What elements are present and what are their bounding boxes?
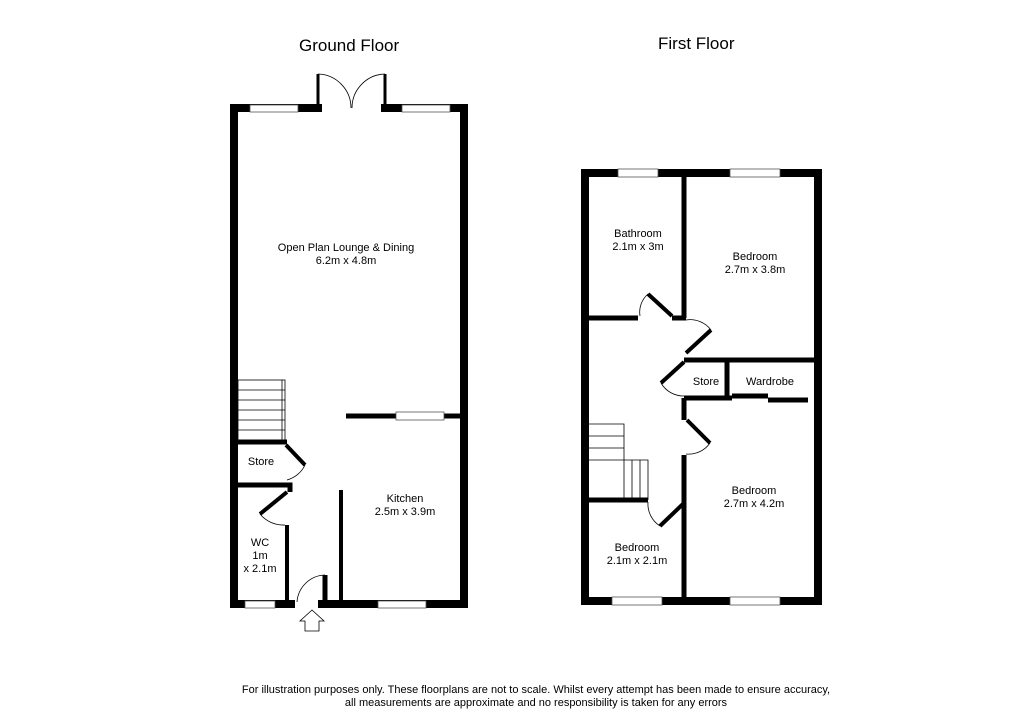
french-doors bbox=[316, 73, 387, 109]
room-label-wc: WC 1m x 2.1m bbox=[243, 537, 276, 576]
room-label-wardrobe: Wardrobe bbox=[746, 376, 794, 389]
room-name: Open Plan Lounge & Dining bbox=[277, 242, 415, 254]
ground-floor-plan bbox=[230, 73, 468, 632]
window bbox=[729, 168, 781, 178]
room-name: Kitchen bbox=[386, 493, 424, 505]
window bbox=[401, 104, 451, 113]
window bbox=[244, 600, 276, 609]
window bbox=[395, 411, 445, 421]
room-name: Bedroom bbox=[614, 542, 660, 554]
room-name: Store bbox=[247, 456, 275, 468]
disclaimer-line-1: For illustration purposes only. These fl… bbox=[241, 684, 831, 696]
room-label-bathroom: Bathroom 2.1m x 3m bbox=[612, 228, 663, 254]
ground-floor-title: Ground Floor bbox=[299, 36, 400, 55]
room-name: Bedroom bbox=[732, 251, 778, 263]
room-size: 2.7m x 4.2m bbox=[723, 498, 785, 510]
room-size: x 2.1m bbox=[243, 563, 277, 575]
window bbox=[617, 168, 659, 178]
room-label-lounge-dining: Open Plan Lounge & Dining 6.2m x 4.8m bbox=[278, 242, 414, 268]
room-label-bedroom-1: Bedroom 2.7m x 3.8m bbox=[725, 251, 786, 277]
room-name: WC bbox=[250, 537, 270, 549]
room-label-bedroom-3: Bedroom 2.1m x 2.1m bbox=[607, 542, 668, 568]
window bbox=[249, 104, 299, 113]
room-label-kitchen: Kitchen 2.5m x 3.9m bbox=[375, 493, 436, 519]
disclaimer: For illustration purposes only. These fl… bbox=[0, 684, 1024, 710]
room-name: Bathroom bbox=[614, 228, 662, 240]
room-size: 1m bbox=[252, 550, 268, 562]
room-size: 2.7m x 3.8m bbox=[724, 264, 786, 276]
room-size: 2.1m x 3m bbox=[612, 241, 664, 253]
room-name: Bedroom bbox=[731, 485, 777, 497]
room-label-store: Store bbox=[248, 456, 274, 469]
room-name: Store bbox=[692, 376, 720, 388]
first-floor-plan bbox=[581, 168, 822, 606]
window bbox=[377, 600, 427, 609]
window bbox=[611, 596, 663, 606]
first-floor-title: First Floor bbox=[658, 34, 735, 53]
room-label-bedroom-2: Bedroom 2.7m x 4.2m bbox=[724, 485, 785, 511]
room-label-store: Store bbox=[693, 376, 719, 389]
window bbox=[729, 596, 781, 606]
room-size: 6.2m x 4.8m bbox=[315, 255, 377, 267]
room-name: Wardrobe bbox=[746, 376, 794, 388]
staircase bbox=[588, 423, 649, 500]
entrance-arrow-icon bbox=[298, 609, 326, 632]
disclaimer-line-2: all measurements are approximate and no … bbox=[344, 697, 728, 709]
room-size: 2.1m x 2.1m bbox=[606, 555, 668, 567]
staircase bbox=[237, 379, 286, 441]
room-size: 2.5m x 3.9m bbox=[374, 506, 436, 518]
